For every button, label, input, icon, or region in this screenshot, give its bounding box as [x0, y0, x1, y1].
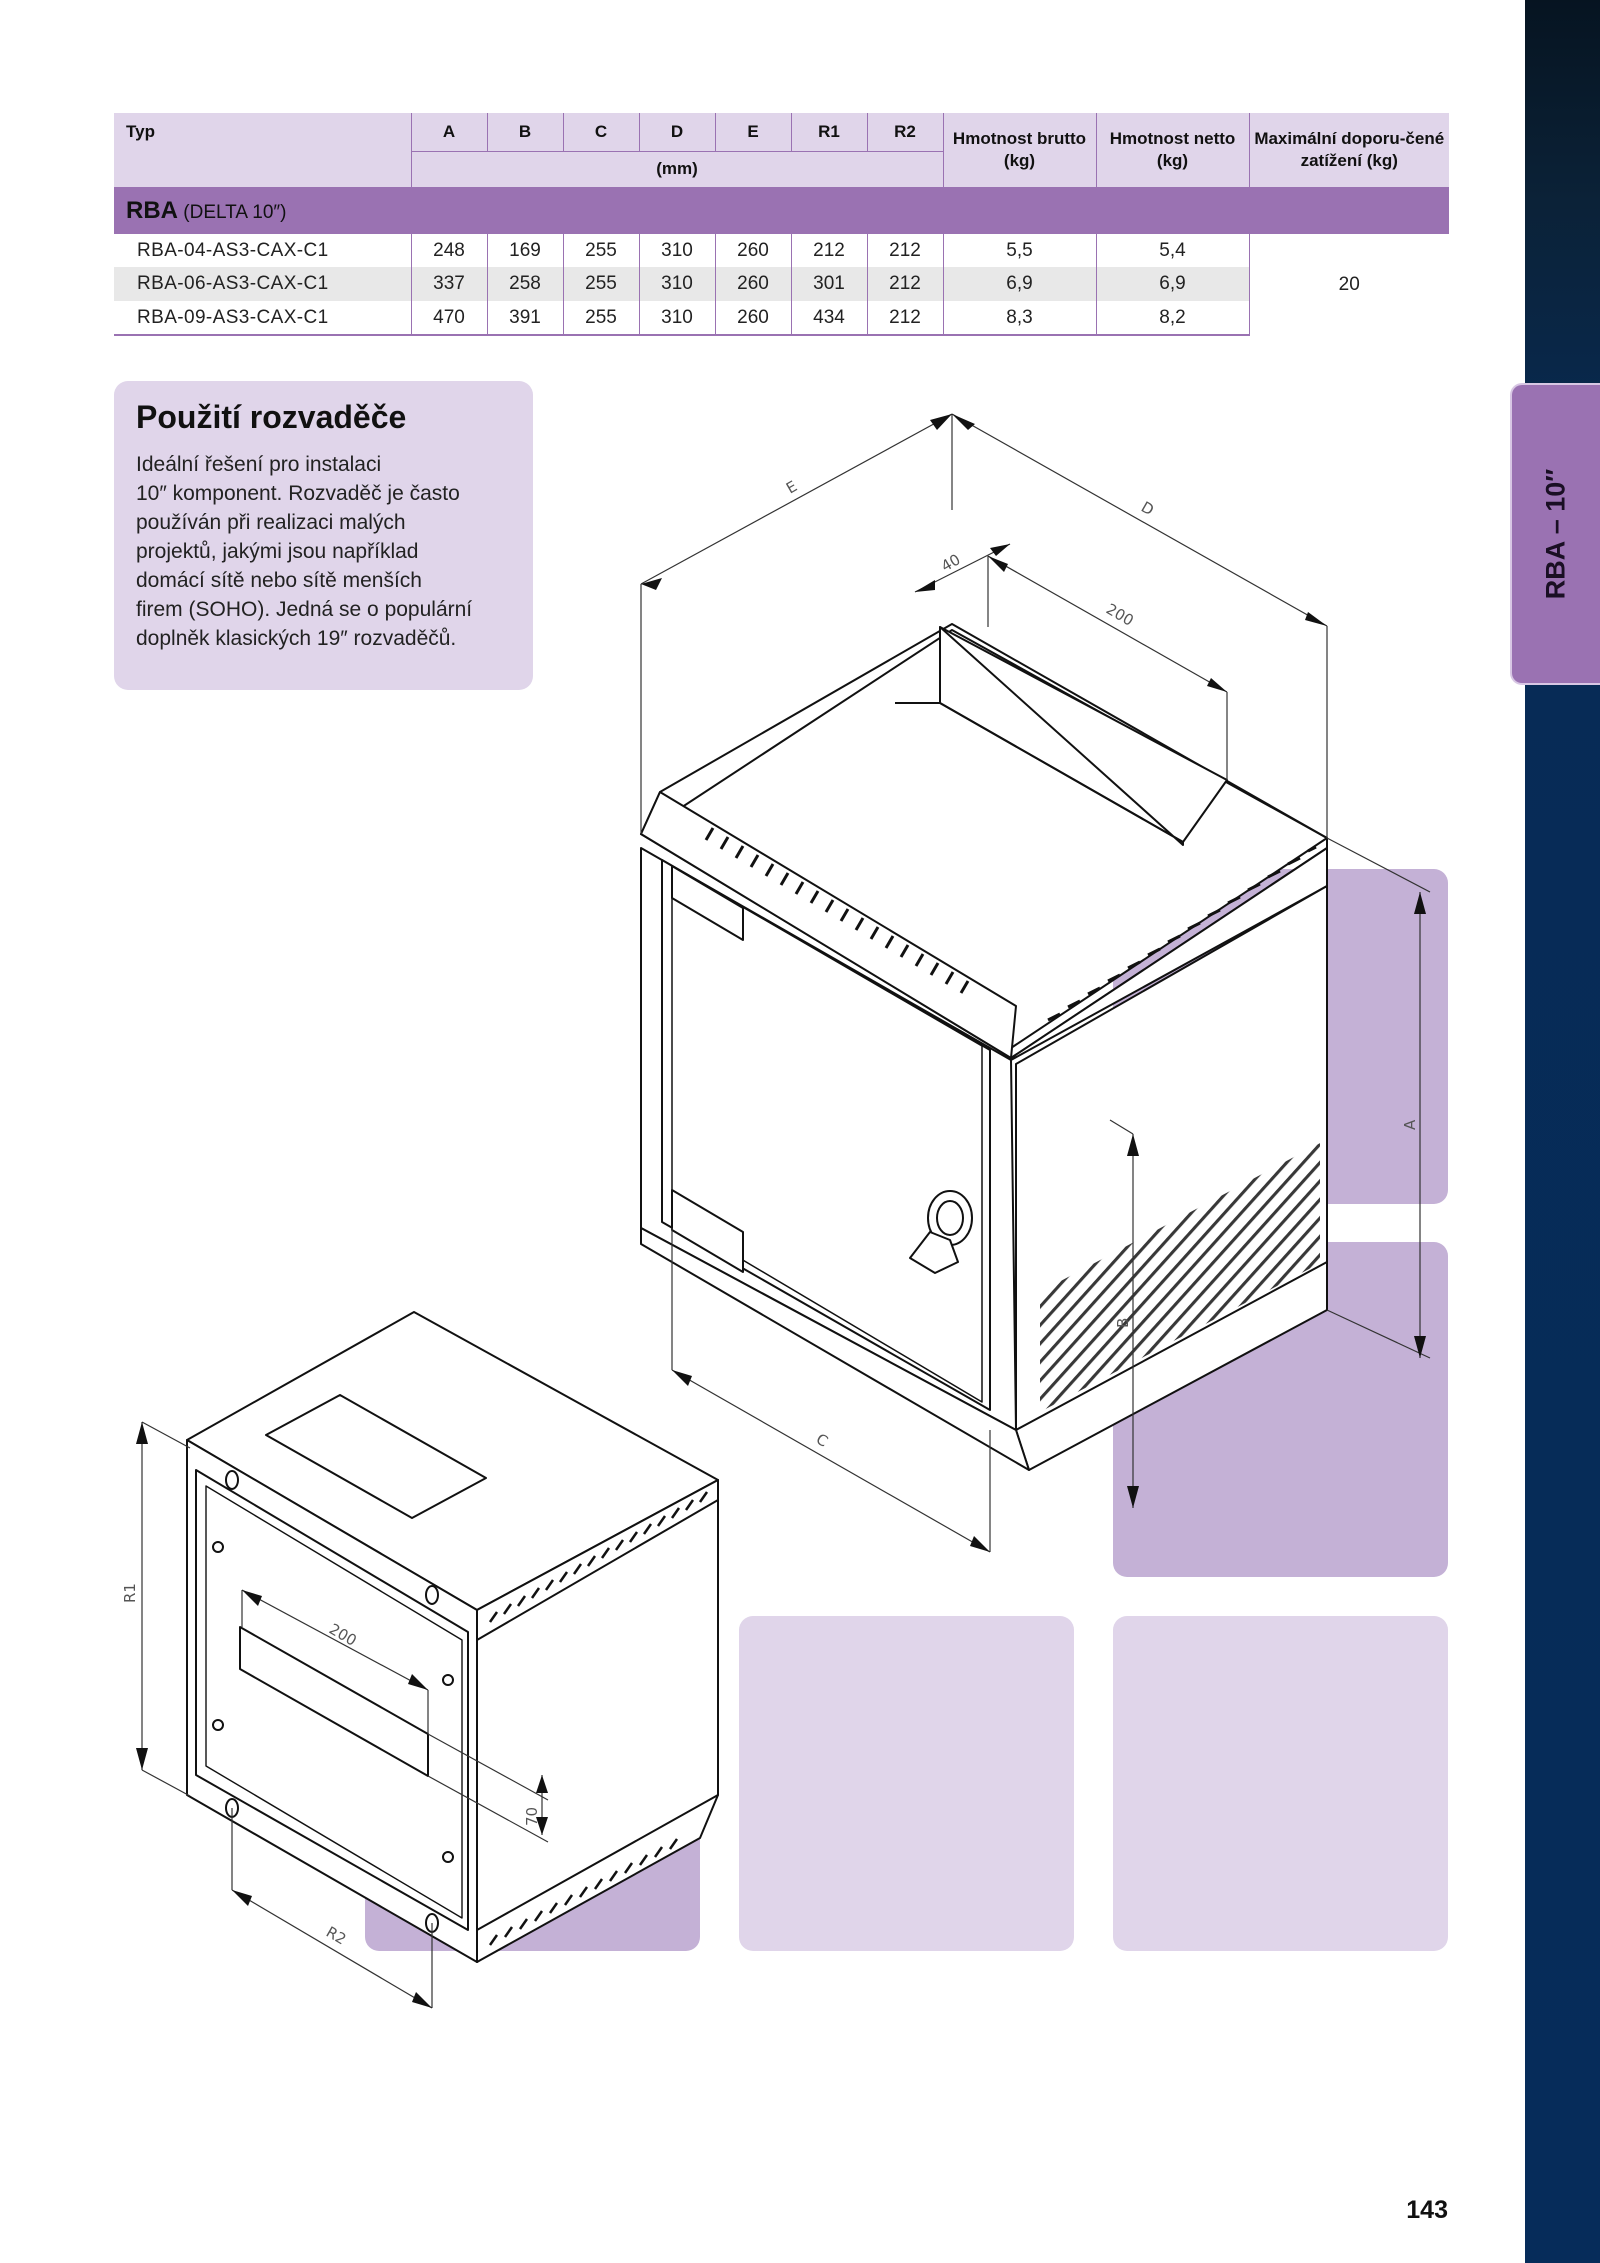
col-r1: R1	[790, 113, 867, 152]
usage-title: Použití rozvaděče	[136, 399, 407, 435]
dim-label-e: E	[783, 477, 800, 497]
section-tab: RBA – 10″	[1510, 383, 1600, 685]
col-b: B	[486, 113, 563, 152]
unit-label: (mm)	[410, 151, 943, 189]
table-title: RBA (DELTA 10″)	[114, 188, 1449, 234]
table-row: RBA-06-AS3-CAX-C1 337 258 255 310 260 30…	[114, 267, 1449, 301]
cell-r2: 212	[866, 233, 943, 267]
cell-r1: 301	[790, 267, 867, 301]
cell-r2: 212	[866, 267, 943, 301]
cabinet-rear-view	[186, 1311, 719, 1963]
cell-r2: 212	[866, 301, 943, 336]
cell-net: 6,9	[1095, 267, 1249, 301]
cell-net: 8,2	[1095, 301, 1249, 336]
spec-table: RBA (DELTA 10″) Typ A B C D E R1 R2 Hmot…	[114, 113, 1449, 336]
dim-label-c: C	[813, 1430, 831, 1451]
usage-info-box: Použití rozvaděče Ideální řešení pro ins…	[114, 381, 533, 690]
col-net: Hmotnost netto (kg)	[1095, 113, 1249, 189]
dimension-lines-rear	[141, 1421, 549, 2009]
col-c: C	[562, 113, 639, 152]
usage-text: Ideální řešení pro instalaci 10″ kompone…	[136, 453, 473, 650]
col-gross: Hmotnost brutto (kg)	[942, 113, 1096, 189]
cabinet-front-view	[640, 623, 1328, 1471]
cell-a: 470	[410, 301, 487, 336]
cell-e: 260	[714, 301, 791, 336]
cell-typ: RBA-06-AS3-CAX-C1	[114, 267, 411, 301]
col-a: A	[410, 113, 487, 152]
cell-b: 169	[486, 233, 563, 267]
col-load: Maximální doporu-čené zatížení (kg)	[1248, 113, 1449, 189]
dim-label-200: 200	[1103, 600, 1137, 630]
cell-r1: 212	[790, 233, 867, 267]
deco-box	[1113, 1616, 1448, 1951]
cell-e: 260	[714, 267, 791, 301]
cell-gross: 5,5	[942, 233, 1096, 267]
cell-r1: 434	[790, 301, 867, 336]
dim-label-r1: R1	[121, 1583, 139, 1603]
col-e: E	[714, 113, 791, 152]
cell-e: 260	[714, 233, 791, 267]
col-r2: R2	[866, 113, 943, 152]
cell-c: 255	[562, 267, 639, 301]
cell-d: 310	[638, 301, 715, 336]
dim-label-40: 40	[938, 550, 964, 575]
cell-c: 255	[562, 301, 639, 336]
col-typ: Typ	[114, 113, 411, 189]
dim-label-a: A	[1401, 1119, 1419, 1130]
col-d: D	[638, 113, 715, 152]
dim-label-d: D	[1138, 498, 1157, 519]
cell-net: 5,4	[1095, 233, 1249, 267]
cell-b: 391	[486, 301, 563, 336]
cell-b: 258	[486, 267, 563, 301]
table-row: RBA-04-AS3-CAX-C1 248 169 255 310 260 21…	[114, 233, 1449, 335]
cell-d: 310	[638, 267, 715, 301]
dim-label-70: 70	[523, 1807, 541, 1826]
side-strip	[1525, 0, 1600, 2263]
cell-a: 248	[410, 233, 487, 267]
cell-gross: 6,9	[942, 267, 1096, 301]
cell-gross: 8,3	[942, 301, 1096, 336]
page-number: 143	[1406, 2196, 1448, 2224]
cell-c: 255	[562, 233, 639, 267]
cell-d: 310	[638, 233, 715, 267]
table-row: RBA-09-AS3-CAX-C1 470 391 255 310 260 43…	[114, 301, 1449, 336]
dim-label-b: B	[1114, 1318, 1132, 1328]
cell-load: 20	[1248, 233, 1449, 335]
deco-box	[739, 1616, 1074, 1951]
cell-typ: RBA-09-AS3-CAX-C1	[114, 301, 411, 336]
cell-typ: RBA-04-AS3-CAX-C1	[137, 239, 329, 261]
dim-label-r2: R2	[323, 1923, 349, 1949]
cell-a: 337	[410, 267, 487, 301]
